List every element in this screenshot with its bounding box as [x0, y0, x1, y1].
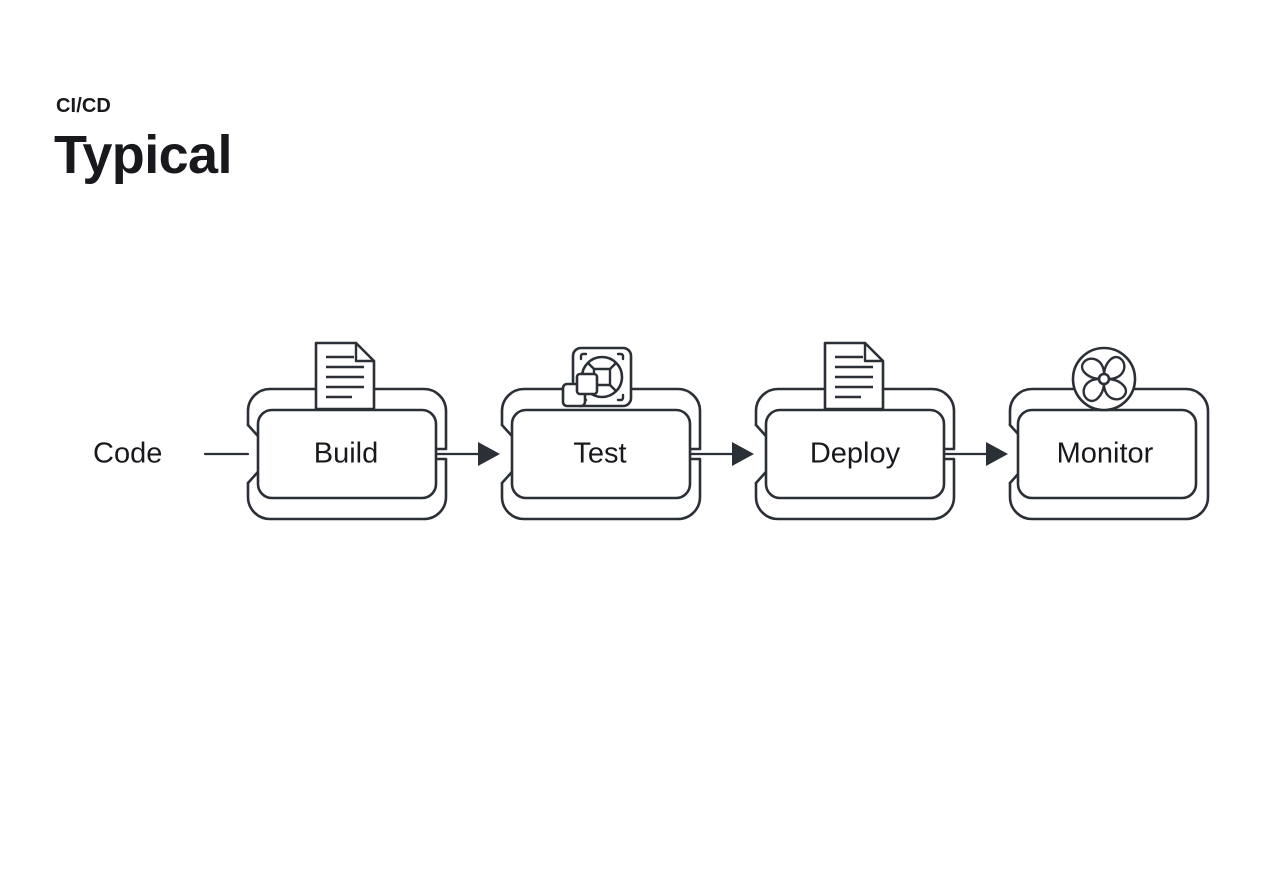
stage-deploy[interactable]: Deploy	[754, 341, 956, 521]
fan-rosette-icon	[1071, 346, 1137, 412]
page-header: CI/CD Typical	[54, 96, 232, 182]
source-label: Code	[93, 438, 162, 470]
stage-build[interactable]: Build	[246, 341, 448, 521]
eyebrow-label: CI/CD	[56, 95, 111, 117]
arrow-build-to-test	[434, 442, 500, 466]
stage-build-label: Build	[314, 438, 379, 470]
page-title: Typical	[54, 125, 232, 185]
source-node-code: Code	[93, 438, 250, 470]
document-icon	[823, 341, 885, 411]
arrow-test-to-deploy	[688, 442, 754, 466]
test-target-icon	[561, 346, 633, 408]
stage-test[interactable]: Test	[500, 346, 702, 521]
arrow-deploy-to-monitor	[942, 442, 1008, 466]
stage-monitor[interactable]: Monitor	[1008, 346, 1210, 521]
document-icon	[314, 341, 376, 411]
stage-test-label: Test	[573, 438, 626, 470]
stage-deploy-label: Deploy	[810, 438, 901, 470]
stage-monitor-label: Monitor	[1057, 438, 1154, 470]
